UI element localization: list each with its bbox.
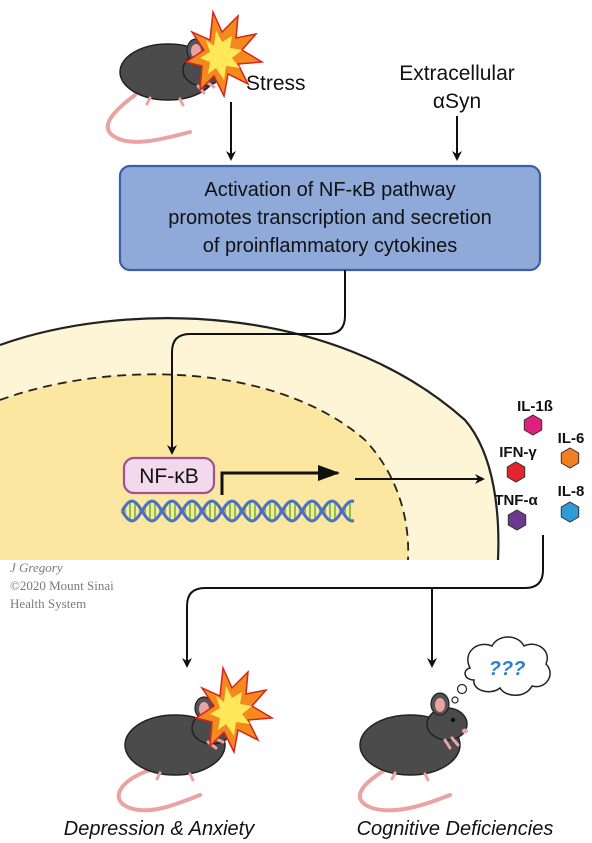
- cell-membrane: [0, 317, 500, 561]
- mouse-tail: [116, 768, 202, 813]
- thought-cloud: [464, 636, 551, 696]
- cytokine-hexagon: [560, 501, 580, 523]
- thought-bubble: ???: [451, 636, 551, 704]
- stress-label: Stress: [246, 72, 306, 95]
- cytokine-label: IL-1ß: [517, 398, 553, 415]
- stressed-mouse-bottom: [116, 665, 275, 813]
- cytokine-label: IL-6: [558, 430, 585, 447]
- credit-org: Health System: [10, 596, 86, 611]
- mouse-feet: [390, 736, 460, 782]
- credit-author: J Gregory: [10, 560, 63, 575]
- outcome-branch-arrows: [182, 535, 544, 668]
- dna-strand-a: [120, 499, 355, 523]
- nuclear-envelope: [0, 373, 410, 561]
- nfkb-label: NF-κB: [139, 465, 199, 488]
- dna-helix: [120, 499, 355, 523]
- stressed-mouse-top: [105, 9, 265, 144]
- outcome-label-left: Depression & Anxiety: [64, 818, 255, 840]
- mouse-feet: [155, 736, 225, 782]
- stress-burst-inner: [210, 686, 252, 736]
- thought-dot: [451, 696, 459, 704]
- asyn-label: αSyn: [433, 90, 481, 113]
- cytokine-label: IL-8: [558, 483, 585, 500]
- dna-strand-b: [120, 499, 355, 523]
- cytokine-hexagon: [560, 447, 580, 469]
- pathway-box-line3: of proinflammatory cytokines: [203, 235, 458, 257]
- mouse-ear-inner: [435, 698, 445, 712]
- stress-burst-inner: [200, 30, 242, 80]
- confused-mouse: [358, 692, 468, 813]
- thought-dot: [456, 683, 468, 695]
- mouse-tail: [105, 93, 192, 144]
- cytokine-hexagon: [506, 461, 526, 483]
- outcome-label-right: Cognitive Deficiencies: [357, 818, 554, 840]
- cytokine-cluster: IL-1ß IFN-γ IL-6 TNF-α IL-8: [494, 398, 585, 531]
- mouse-nose: [462, 728, 468, 734]
- box-to-nfkb-arrow: [167, 270, 346, 455]
- extracellular-label: Extracellular: [399, 62, 515, 85]
- pathway-box: [118, 164, 542, 272]
- credit: J Gregory ©2020 Mount Sinai Health Syste…: [10, 560, 114, 611]
- cytokine-label: TNF-α: [494, 492, 538, 509]
- mouse-tail: [358, 768, 452, 813]
- cytokine-hexagon: [523, 414, 543, 436]
- nfkb-box: [122, 456, 216, 495]
- cytokine-label: IFN-γ: [499, 444, 537, 461]
- credit-copyright: ©2020 Mount Sinai: [10, 578, 114, 593]
- transcription-arrow: [220, 465, 340, 495]
- mouse-head: [426, 707, 468, 741]
- pathway-box-line1: Activation of NF-κB pathway: [204, 179, 455, 201]
- thought-question-marks: ???: [489, 658, 526, 680]
- mouse-eye: [450, 717, 456, 723]
- pathway-box-line2: promotes transcription and secretion: [168, 207, 492, 229]
- mouse-feet: [145, 80, 216, 107]
- cell: [0, 317, 500, 561]
- cytokine-hexagon: [507, 509, 527, 531]
